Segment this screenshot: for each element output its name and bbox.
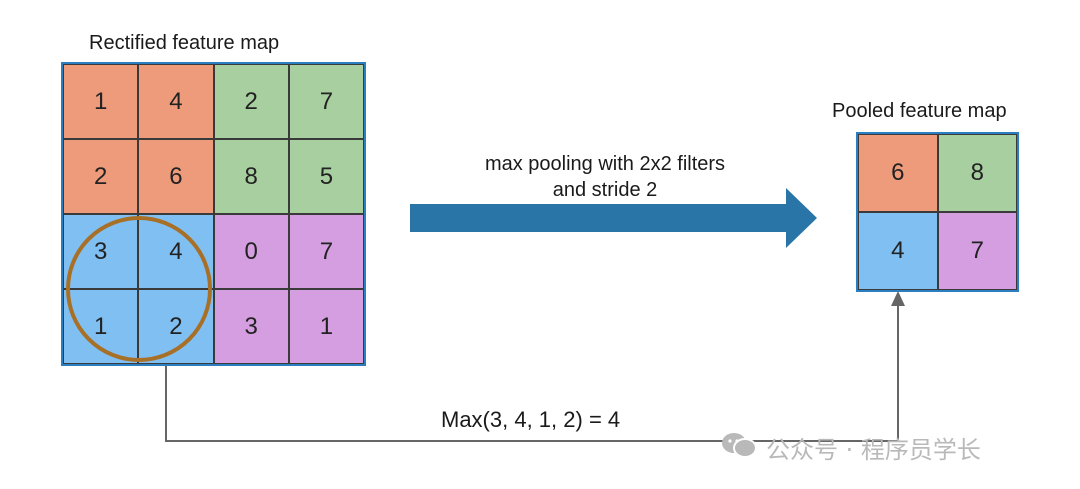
cell-r4c4: 1 (288, 289, 364, 364)
cell-r4c1: 1 (63, 289, 139, 364)
cell-r3c3: 0 (213, 214, 289, 289)
max-formula: Max(3, 4, 1, 2) = 4 (441, 407, 621, 432)
cell-r2c4: 5 (288, 139, 364, 214)
pooling-window-circle (66, 216, 212, 362)
operation-caption-line1: max pooling with 2x2 filters (484, 153, 726, 175)
cell-r3c4: 7 (288, 214, 364, 289)
cell-r2c1: 2 (63, 139, 139, 214)
cell-r2c2: 6 (138, 139, 214, 214)
pooled-cell-r1c1: 6 (858, 134, 938, 212)
cell-r1c2: 4 (138, 64, 214, 139)
rectified-map-title: Rectified feature map (89, 32, 280, 54)
pooled-map-title: Pooled feature map (832, 100, 1007, 122)
operation-caption-line2: and stride 2 (552, 179, 658, 201)
watermark-text: 公众号 · 程序员学长 (766, 436, 981, 464)
operation-caption: max pooling with 2x2 filters and stride … (430, 151, 780, 203)
cell-r3c1: 3 (63, 214, 139, 289)
pooled-cell-r1c2: 8 (937, 134, 1017, 212)
pooling-arrow-icon (410, 188, 817, 248)
cell-r1c1: 1 (63, 64, 139, 139)
pooled-cell-r2c1: 4 (858, 212, 938, 290)
connector-line (165, 304, 899, 442)
cell-r1c4: 7 (288, 64, 364, 139)
wechat-icon (722, 433, 757, 458)
cell-r1c3: 2 (213, 64, 289, 139)
cell-r4c3: 3 (213, 289, 289, 364)
cell-r2c3: 8 (213, 139, 289, 214)
connector-arrowhead-icon (891, 291, 905, 306)
pooled-feature-map: 6 8 4 7 (856, 132, 1019, 292)
pooled-cell-r2c2: 7 (937, 212, 1017, 290)
